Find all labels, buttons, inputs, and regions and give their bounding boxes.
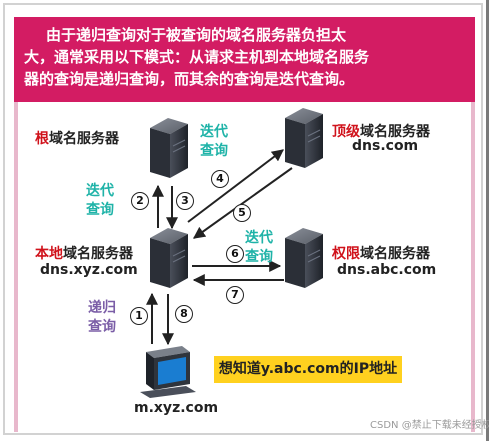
step-2-badge: 2 [131, 192, 149, 210]
footer-watermark: CSDN @禁止下载未经授权 [370, 420, 489, 431]
step-5-badge: 5 [233, 204, 251, 222]
step-3-badge: 3 [176, 192, 194, 210]
local-server-label: 本地域名服务器 [35, 246, 133, 262]
step-6-badge: 6 [226, 245, 244, 263]
host-computer-icon [140, 346, 196, 398]
local-server-icon [150, 228, 188, 288]
auth-server-icon [285, 228, 323, 288]
arrow-step-5 [193, 167, 293, 239]
tld-server-label: 顶级域名服务器 [332, 124, 430, 140]
tld-server-domain: dns.com [352, 138, 419, 154]
iterative-query-label-right: 迭代 查询 [245, 230, 273, 265]
iterative-query-label-top: 迭代 查询 [200, 124, 228, 159]
query-callout: 想知道y.abc.com的IP地址 [214, 356, 402, 383]
left-accent-bar [14, 102, 18, 432]
header-line-3: 器的查询是递归查询，而其余的查询是迭代查询。 [24, 70, 355, 88]
recursive-query-label: 递归 查询 [88, 300, 116, 335]
root-server-label: 根域名服务器 [35, 131, 119, 147]
auth-server-domain: dns.abc.com [337, 262, 437, 278]
header-banner: 由于递归查询对于被查询的域名服务器负担太 大，通常采用以下模式：从请求主机到本地… [14, 17, 475, 102]
root-server-icon [150, 118, 188, 178]
window-edge [486, 0, 489, 441]
local-server-domain: dns.xyz.com [40, 262, 138, 278]
auth-server-label: 权限域名服务器 [332, 246, 430, 262]
step-1-badge: 1 [130, 307, 148, 325]
host-name: m.xyz.com [134, 400, 219, 416]
step-7-badge: 7 [226, 286, 244, 304]
header-line-2: 大，通常采用以下模式：从请求主机到本地域名服务 [24, 48, 370, 66]
arrow-step-4 [187, 149, 284, 223]
right-accent-bar [471, 102, 475, 432]
step-4-badge: 4 [211, 170, 229, 188]
tld-server-icon [285, 108, 323, 168]
step-8-badge: 8 [175, 305, 193, 323]
iterative-query-label-left: 迭代 查询 [86, 183, 114, 218]
header-line-1: 由于递归查询对于被查询的域名服务器负担太 [46, 26, 347, 44]
